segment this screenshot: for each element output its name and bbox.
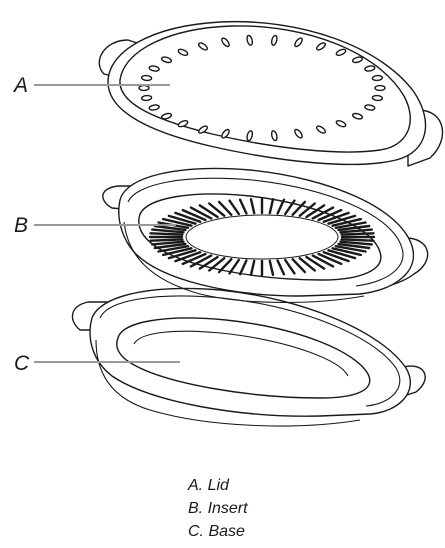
legend-item-lid: A. Lid [188,474,248,497]
insert-drain-slot [342,239,374,240]
lid-vent-slot [375,86,385,91]
callout-b-letter: B [14,214,28,237]
lid-vent-slot [139,86,149,91]
lid-vent-slot [141,95,151,101]
lid [99,22,442,166]
lid-vent-slot [141,75,151,81]
callout-a-letter: A [12,74,28,97]
lid-vent-slot [372,95,382,101]
insert-drain-slot [342,233,374,234]
parts-legend: A. Lid B. Insert C. Base [188,474,248,543]
legend-item-base: C. Base [188,520,248,543]
insert-drain-slot [151,239,183,240]
insert-dish [103,168,428,302]
lid-vent-slot [372,75,382,81]
legend-item-insert: B. Insert [188,497,248,520]
insert-drain-slot [151,233,183,234]
callout-c-letter: C [14,352,30,375]
base-dish [72,288,425,426]
